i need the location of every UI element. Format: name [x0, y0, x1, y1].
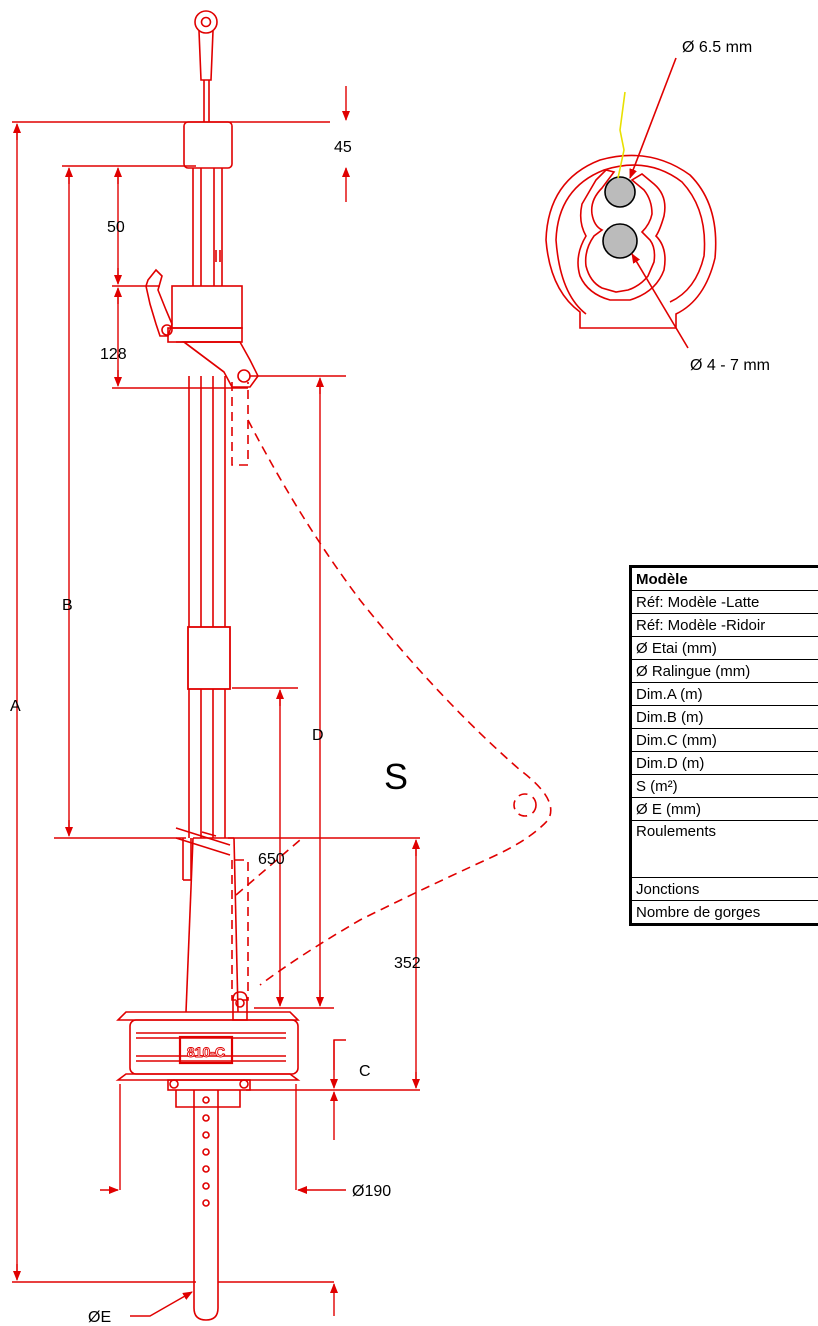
table-row: Ø E (mm)	[630, 797, 818, 821]
dim-50-label: 50	[107, 219, 125, 236]
dim-352-label: 352	[394, 955, 421, 972]
sail-area-label: S	[384, 756, 408, 797]
table-row: Dim.A (m)	[630, 682, 818, 706]
table-row: Dim.D (m)	[630, 751, 818, 775]
table-header: Modèle	[630, 566, 818, 591]
dim-45-label: 45	[334, 139, 352, 156]
stay-wire	[617, 91, 626, 179]
table-row: Dim.B (m)	[630, 705, 818, 729]
dim-e-label: ØE	[88, 1309, 111, 1326]
table-row: Ø Etai (mm)	[630, 636, 818, 660]
spec-table: Modèle Réf: Modèle -Latte Réf: Modèle -R…	[629, 565, 818, 926]
stay-diameter-label: Ø 6.5 mm	[682, 39, 752, 56]
table-row: Ø Ralingue (mm)	[630, 659, 818, 683]
dimension-lines	[12, 86, 420, 1317]
table-row: Réf: Modèle -Ridoir	[630, 613, 818, 637]
table-row: Nombre de gorges	[636, 903, 761, 921]
drum-label: 810-C	[187, 1044, 225, 1060]
dim-b-label: B	[62, 597, 73, 614]
table-row: Dim.C (mm)	[630, 728, 818, 752]
table-row: Réf: Modèle -Latte	[630, 590, 818, 614]
foil-cross-section	[545, 57, 717, 349]
dim-c-label: C	[359, 1063, 371, 1080]
table-row: S (m²)	[630, 774, 818, 798]
dim-d-label: D	[312, 727, 324, 744]
furler-assembly	[115, 10, 301, 1321]
dim-650-label: 650	[258, 851, 285, 868]
dim-190-label: Ø190	[352, 1183, 391, 1200]
table-row-roulements: Roulements	[630, 820, 818, 878]
dim-128-label: 128	[100, 346, 127, 363]
table-row: Jonctions	[630, 877, 818, 901]
luff-diameter-label: Ø 4 - 7 mm	[690, 357, 770, 374]
dim-a-label: A	[10, 698, 21, 715]
sail-outline	[231, 382, 552, 1001]
